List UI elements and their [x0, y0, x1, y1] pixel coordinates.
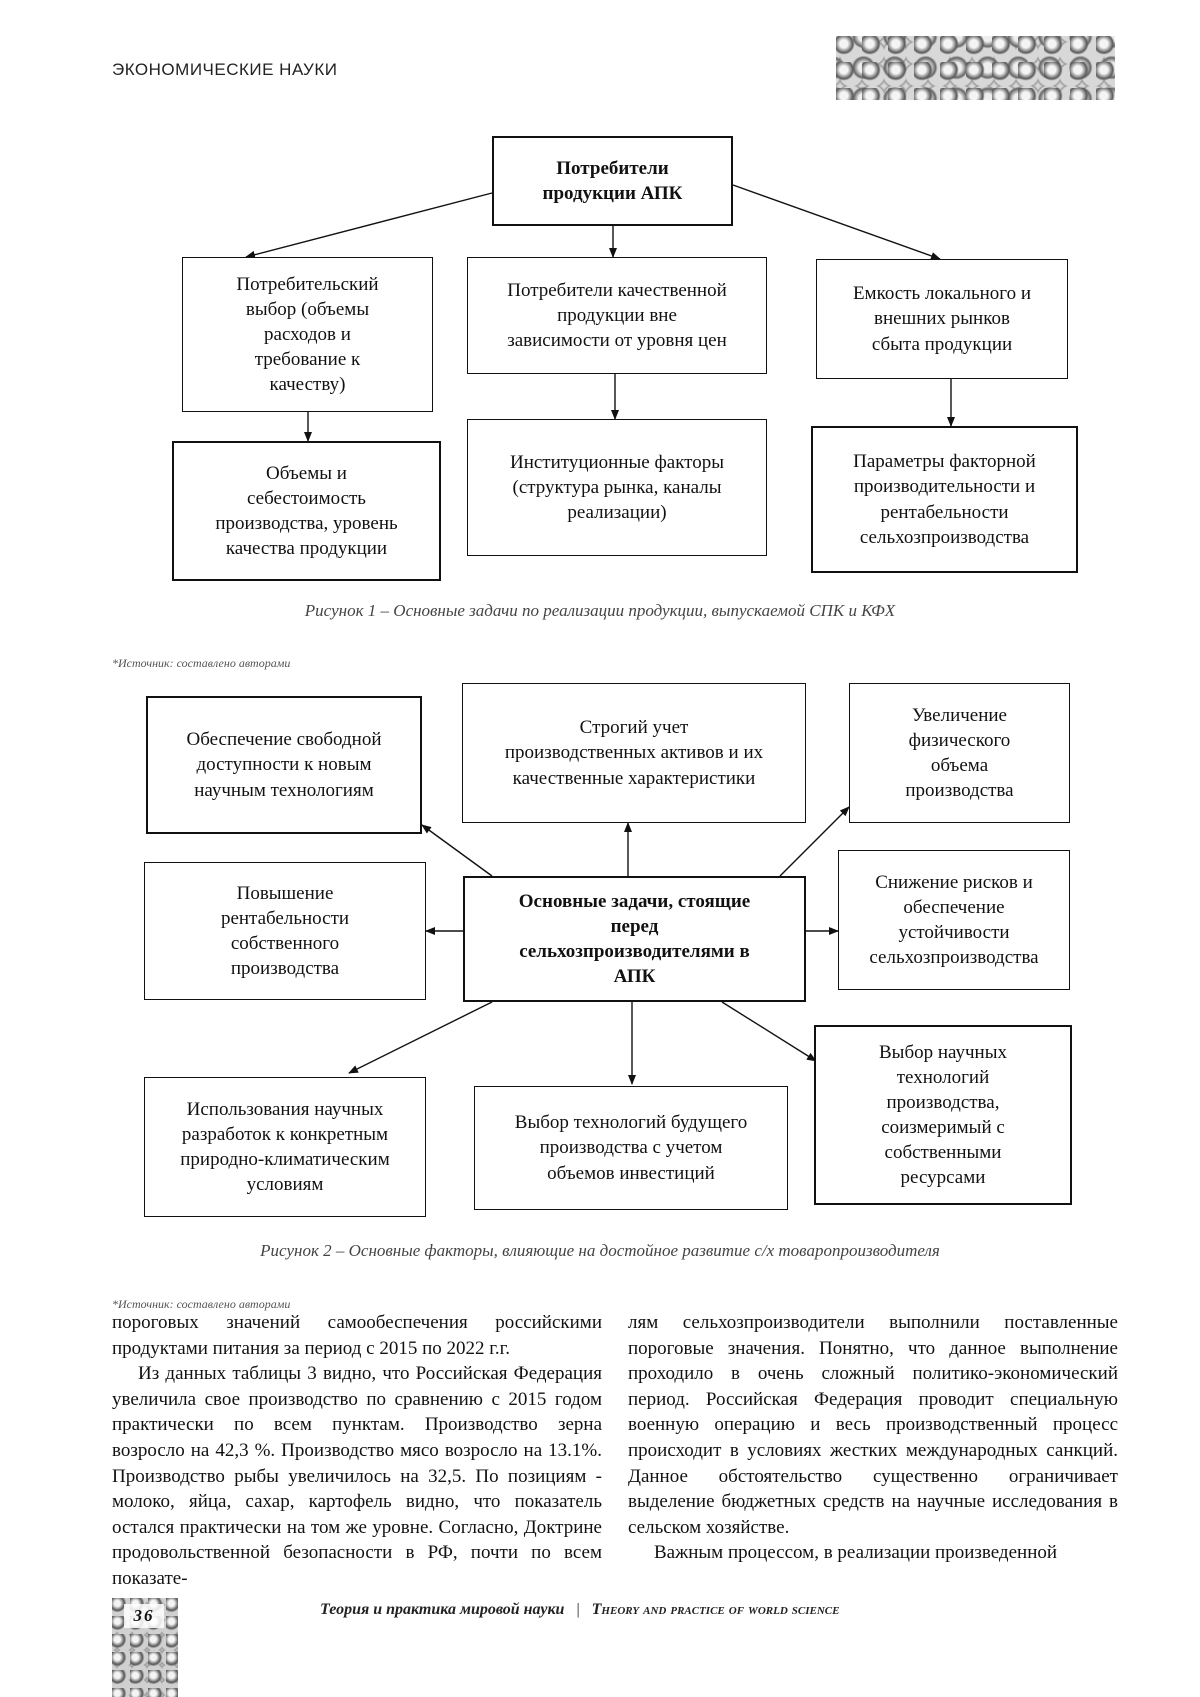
fig2-box-main-tasks: Основные задачи, стоящие перед сельхозпр… — [463, 876, 806, 1002]
body-column-left: пороговых значений самообеспечения росси… — [112, 1310, 602, 1600]
journal-title: Теория и практика мировой науки | Theory a… — [320, 1601, 880, 1619]
fig2-box-future-technologies-text: Выбор технологий будущего производства с… — [514, 1112, 748, 1184]
fig2-box-free-access: Обеспечение свободной доступности к новы… — [146, 696, 422, 834]
fig1-box-market-capacity: Емкость локального и внешних рынков сбыт… — [816, 259, 1068, 379]
fig2-source-note: *Источник: составлено авторами — [112, 1297, 291, 1311]
fig2-box-volume-increase-text: Увеличение физического объема производст… — [905, 704, 1014, 802]
fig2-box-free-access-text: Обеспечение свободной доступности к новы… — [186, 729, 382, 801]
page-number: 36 — [124, 1604, 164, 1628]
fig1-source-note: *Источник: составлено авторами — [112, 656, 291, 670]
body-paragraph: Из данных таблицы 3 видно, что Российска… — [112, 1363, 602, 1589]
journal-title-ru: Теория и практика мировой науки — [320, 1601, 565, 1618]
fig1-box-quality-consumers-text: Потребители качественной продукции вне з… — [507, 279, 727, 352]
fig1-box-consumer-choice: Потребительский выбор (объемы расходов и… — [182, 257, 433, 412]
running-head: ЭКОНОМИЧЕСКИЕ НАУКИ — [112, 60, 338, 79]
fig2-caption: Рисунок 2 – Основные факторы, влияющие н… — [260, 1241, 940, 1260]
fig2-arrow-to-top-right — [779, 806, 850, 877]
fig2-arrow-to-bottom-left — [348, 1001, 493, 1074]
fig2-box-future-technologies: Выбор технологий будущего производства с… — [474, 1086, 788, 1210]
fig2-box-scientific-technologies-text: Выбор научных технологий производства, с… — [879, 1041, 1007, 1189]
fig2-box-main-tasks-text: Основные задачи, стоящие перед сельхозпр… — [518, 890, 751, 988]
fig2-box-research-use-text: Использования научных разработок к конкр… — [180, 1098, 390, 1196]
fig1-box-institutional-factors: Институционные факторы (структура рынка,… — [467, 419, 767, 556]
body-paragraph: Важным процессом, в реализации произведе… — [654, 1542, 1058, 1564]
fig2-box-strict-accounting: Строгий учет производственных активов и … — [462, 683, 806, 823]
fig2-arrow-to-bottom-right — [721, 1001, 817, 1062]
fig1-box-institutional-factors-text: Институционные факторы (структура рынка,… — [509, 451, 724, 524]
body-paragraph: пороговых значений самообеспечения росси… — [112, 1312, 602, 1359]
fig1-box-quality-consumers: Потребители качественной продукции вне з… — [467, 257, 767, 374]
body-paragraph: лям сельхозпроизводители выполнили поста… — [628, 1312, 1118, 1538]
fig1-box-consumers-apk-text: Потребители продукции АПК — [542, 157, 683, 204]
journal-title-en: Theory and practice of world science — [591, 1601, 840, 1618]
journal-title-separator: | — [576, 1601, 580, 1618]
body-column-right: лям сельхозпроизводители выполнили поста… — [628, 1310, 1118, 1600]
fig1-box-production-volume: Объемы и себестоимость производства, уро… — [172, 441, 441, 581]
fig1-arrow-top-to-right — [732, 184, 941, 260]
fig1-box-consumer-choice-text: Потребительский выбор (объемы расходов и… — [236, 273, 379, 396]
fig1-box-productivity-parameters: Параметры факторной производительности и… — [811, 426, 1078, 573]
fig1-box-productivity-parameters-text: Параметры факторной производительности и… — [853, 451, 1036, 548]
fig2-arrow-to-top-left — [421, 824, 493, 877]
fig2-box-scientific-technologies: Выбор научных технологий производства, с… — [814, 1025, 1072, 1205]
fig1-box-production-volume-text: Объемы и себестоимость производства, уро… — [215, 462, 398, 560]
fig2-box-risk-reduction: Снижение рисков и обеспечение устойчивос… — [838, 850, 1070, 990]
fig1-box-consumers-apk: Потребители продукции АПК — [492, 136, 733, 226]
fig2-box-strict-accounting-text: Строгий учет производственных активов и … — [504, 717, 764, 789]
fig2-box-research-use: Использования научных разработок к конкр… — [144, 1077, 426, 1217]
fig2-box-profitability-text: Повышение рентабельности собственного пр… — [220, 882, 350, 980]
fig1-caption: Рисунок 1 – Основные задачи по реализаци… — [304, 601, 896, 620]
fig2-box-volume-increase: Увеличение физического объема производст… — [849, 683, 1070, 823]
fig1-box-market-capacity-text: Емкость локального и внешних рынков сбыт… — [852, 283, 1032, 355]
header-decorative-image — [836, 36, 1115, 100]
fig2-box-risk-reduction-text: Снижение рисков и обеспечение устойчивос… — [869, 871, 1039, 969]
fig2-box-profitability: Повышение рентабельности собственного пр… — [144, 862, 426, 1000]
fig1-arrow-top-to-left — [245, 192, 493, 259]
